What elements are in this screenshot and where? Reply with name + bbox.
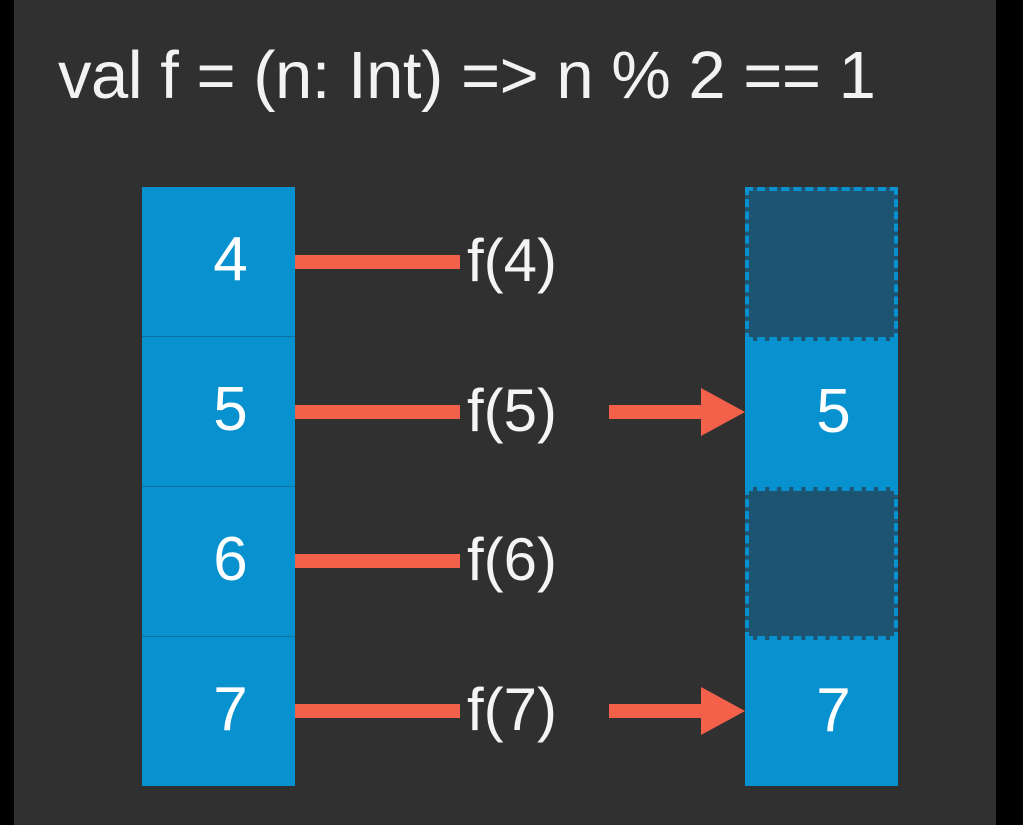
arrow-head <box>701 387 745 436</box>
arrow-right-icon <box>609 387 745 436</box>
predicate-label: f(6) <box>467 526 557 594</box>
connector-row: f(4) <box>295 187 745 337</box>
list-item[interactable]: 5 <box>142 336 295 486</box>
output-collection: 5 7 <box>745 187 898 786</box>
connector-row: f(6) <box>295 487 745 637</box>
cell-value: 5 <box>816 376 851 446</box>
connector-line <box>295 254 460 269</box>
arrow-head <box>701 687 745 736</box>
arrow-right-icon <box>609 687 745 736</box>
input-collection: 4 5 6 7 <box>142 187 295 786</box>
connector-line <box>295 554 460 569</box>
connector-row: f(5) <box>295 337 745 487</box>
diagram-panel: val f = (n: Int) => n % 2 == 1 4 5 6 7 f… <box>14 0 996 825</box>
cell-value: 7 <box>816 676 851 746</box>
page-title: val f = (n: Int) => n % 2 == 1 <box>58 38 876 113</box>
list-item[interactable]: 7 <box>745 640 898 786</box>
arrow-shaft <box>609 704 709 719</box>
list-item[interactable]: 4 <box>142 187 295 336</box>
list-item-filtered[interactable] <box>745 486 898 641</box>
cell-value: 6 <box>213 524 248 594</box>
list-item-filtered[interactable] <box>745 187 898 341</box>
predicate-label: f(4) <box>467 226 557 294</box>
connector-layer: f(4) f(5) f(6) f(7) <box>295 187 745 786</box>
connector-row: f(7) <box>295 636 745 786</box>
connector-line <box>295 704 460 719</box>
cell-value: 4 <box>213 224 248 294</box>
list-item[interactable]: 6 <box>142 486 295 636</box>
predicate-label: f(5) <box>467 376 557 444</box>
list-item[interactable]: 7 <box>142 636 295 786</box>
list-item[interactable]: 5 <box>745 340 898 487</box>
cell-value: 5 <box>213 374 248 444</box>
cell-value: 7 <box>213 674 248 744</box>
arrow-shaft <box>609 404 709 419</box>
connector-line <box>295 404 460 419</box>
predicate-label: f(7) <box>467 675 557 743</box>
